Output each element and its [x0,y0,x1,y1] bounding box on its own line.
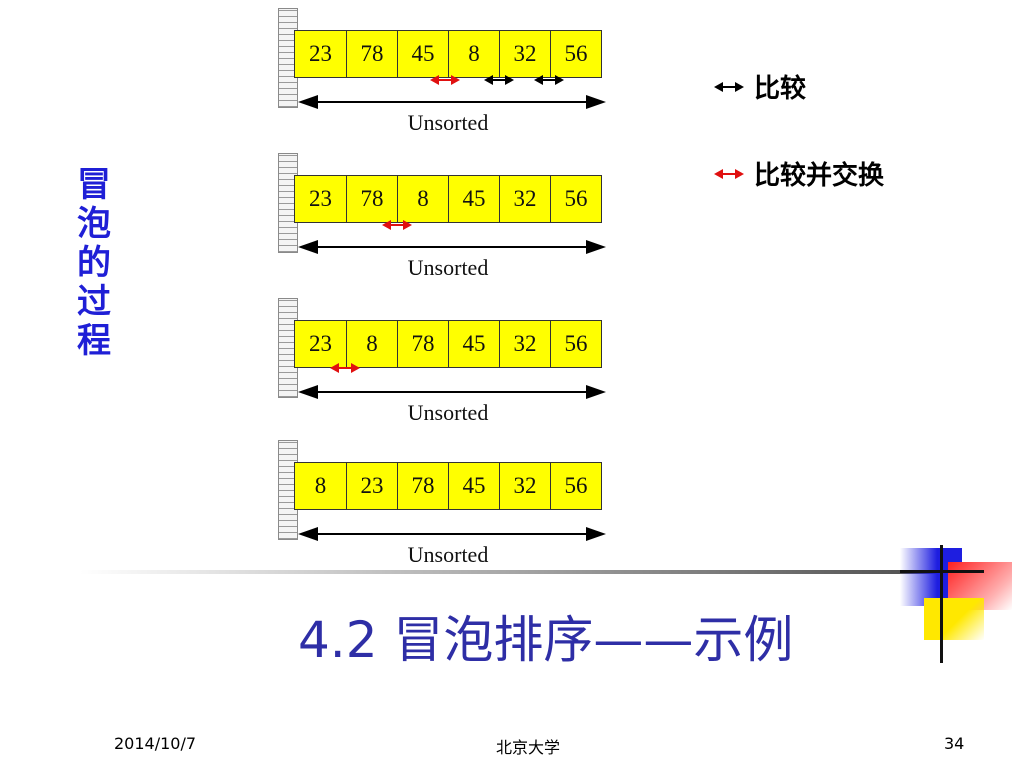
array-cell: 8 [397,176,448,222]
array-cells: 23 78 8 45 32 56 [294,175,602,223]
array-wall [278,440,298,540]
array-cell: 45 [448,321,499,367]
vertical-title-char: 冒 [77,165,111,205]
slide-title: 4.2 冒泡排序——示例 [298,611,794,669]
range-label: Unsorted [407,400,489,425]
array-cell: 78 [397,321,448,367]
array-cells: 23 78 45 8 32 56 [294,30,602,78]
sort-step-4: 8 23 78 45 32 56 Unsorted [278,440,618,567]
array-cell: 56 [550,321,601,367]
array-cell: 23 [309,41,332,66]
array-cell: 56 [550,176,601,222]
array-cell: 56 [550,31,601,77]
unsorted-range-arrow [298,94,606,110]
swap-arrow-icon [330,362,360,374]
sort-step-1: 23 78 45 8 32 56 Unsorted [278,8,618,135]
unsorted-range-arrow [298,239,606,255]
compare-arrow-icon [714,81,744,93]
array-cell: 8 [346,321,397,367]
swap-arrow-icon [714,168,744,180]
array-cell: 56 [550,463,601,509]
footer-date: 2014/10/7 [114,734,197,753]
array-cells: 23 8 78 45 32 56 [294,320,602,368]
array-cell: 23 [309,186,332,211]
array-wall [278,298,298,398]
vertical-title-char: 泡 [77,204,111,244]
unsorted-range-arrow [298,526,606,542]
compare-arrow-icon [484,74,514,86]
legend-compare: 比较 [714,68,806,105]
array-cell: 45 [448,176,499,222]
array-cells: 8 23 78 45 32 56 [294,462,602,510]
vertical-title-char: 过 [77,282,111,322]
deco-horizontal-line [900,570,984,573]
deco-yellow-block [924,598,984,640]
footer-organization: 北京大学 [496,738,561,757]
array-cell: 23 [346,463,397,509]
range-label: Unsorted [407,255,489,280]
array-cell: 8 [314,473,327,498]
legend-compare-swap-label: 比较并交换 [754,161,885,191]
array-wall [278,8,298,108]
array-cell: 78 [346,176,397,222]
array-cell: 32 [499,321,550,367]
array-cell: 8 [448,31,499,77]
range-label: Unsorted [407,110,489,135]
range-label: Unsorted [407,542,489,567]
array-cell: 23 [309,331,332,356]
vertical-title-char: 程 [77,321,111,361]
legend-compare-swap: 比较并交换 [714,155,884,192]
footer-page-number: 34 [944,734,965,753]
array-cell: 32 [499,176,550,222]
compare-arrow-icon [534,74,564,86]
array-cell: 32 [499,463,550,509]
array-cell: 45 [448,463,499,509]
swap-arrow-icon [430,74,460,86]
legend-compare-label: 比较 [754,74,807,104]
array-cell: 32 [499,31,550,77]
array-cell: 45 [397,31,448,77]
array-cell: 78 [346,31,397,77]
deco-vertical-line [940,545,943,663]
vertical-title-char: 的 [77,243,111,283]
title-rule [80,570,980,574]
sort-step-3: 23 8 78 45 32 56 Unsorted [278,298,618,425]
unsorted-range-arrow [298,384,606,400]
vertical-title: 冒 泡 的 过 程 [72,166,116,361]
swap-arrow-icon [382,219,412,231]
sort-step-2: 23 78 8 45 32 56 Unsorted [278,153,618,280]
array-cell: 78 [397,463,448,509]
